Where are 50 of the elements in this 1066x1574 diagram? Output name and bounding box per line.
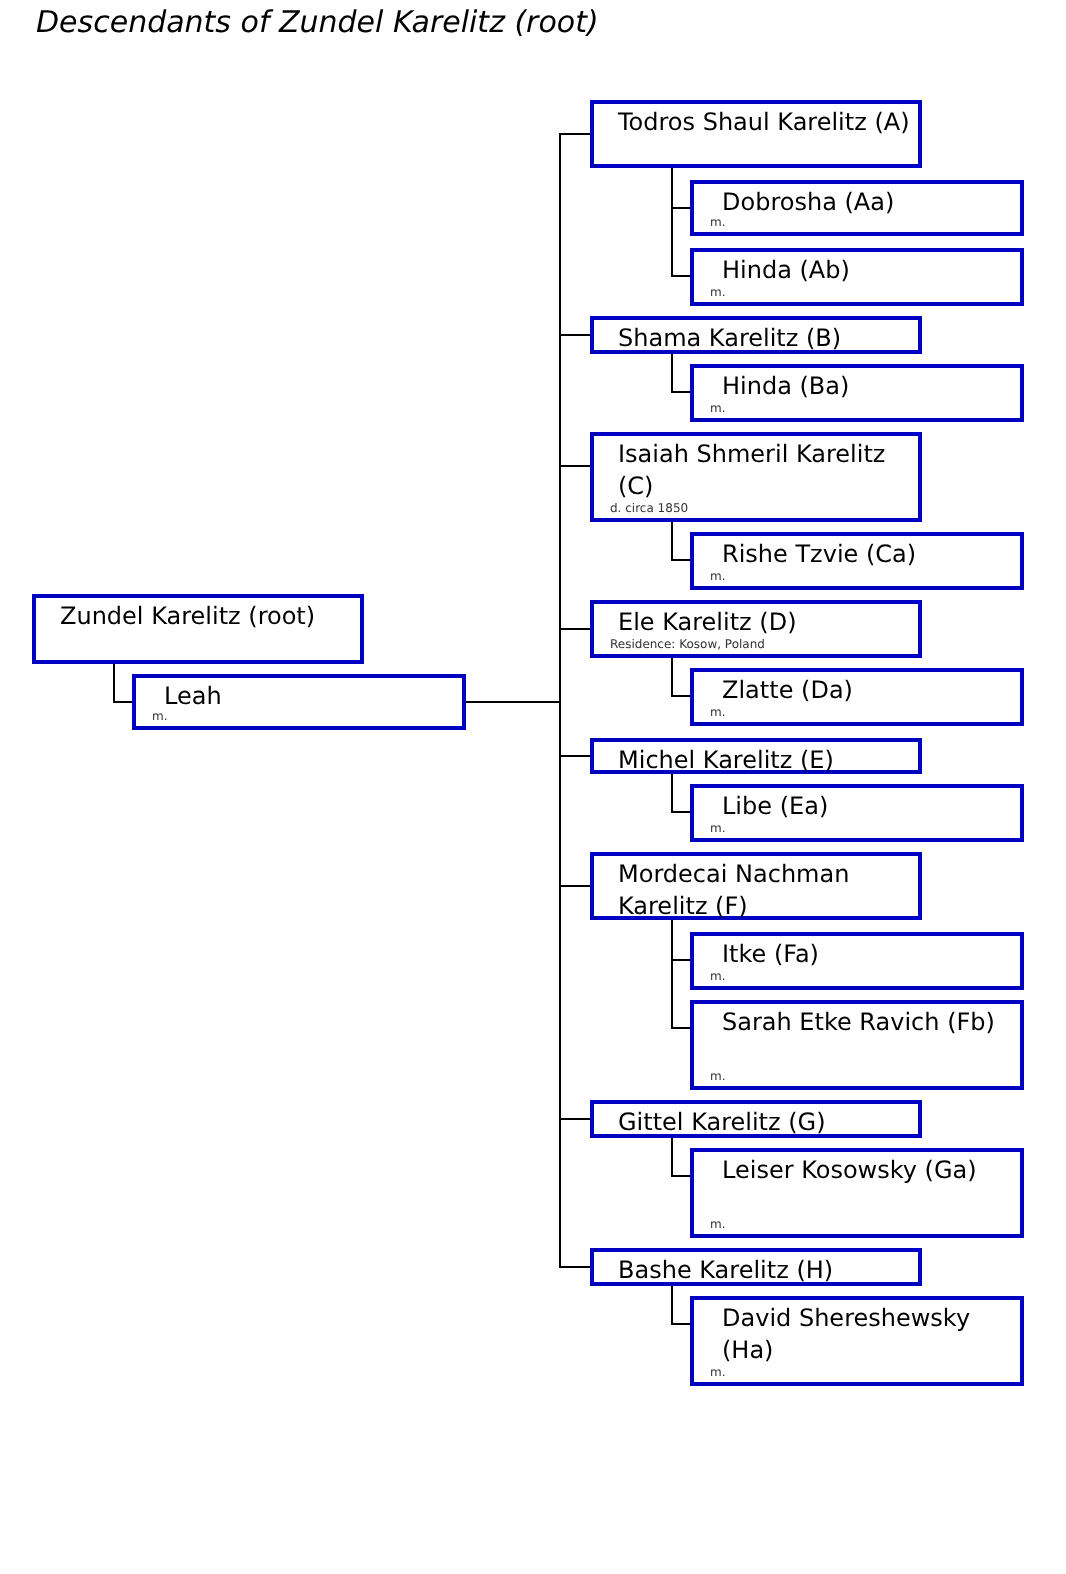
person-name: Libe (Ea) xyxy=(722,790,831,822)
person-name: Itke (Fa) xyxy=(722,938,821,970)
spouse-box xyxy=(690,364,1024,422)
person-name: Dobrosha (Aa) xyxy=(722,186,897,218)
person-name: Bashe Karelitz (H) xyxy=(618,1254,836,1286)
spouse-box xyxy=(132,674,466,730)
person-name: Leiser Kosowsky (Ga) xyxy=(722,1154,979,1186)
person-box xyxy=(32,594,364,664)
person-box xyxy=(590,738,922,774)
connector-line xyxy=(671,1137,691,1177)
person-box xyxy=(590,1248,922,1286)
person-box xyxy=(590,1100,922,1138)
connector-line xyxy=(671,919,691,1029)
person-name: David Shereshewsky (Ha) xyxy=(722,1302,973,1366)
person-box xyxy=(590,600,922,658)
person-name: Hinda (Ba) xyxy=(722,370,852,402)
spouse-box xyxy=(690,1000,1024,1090)
spouse-box xyxy=(690,248,1024,306)
diagram-title: Descendants of Zundel Karelitz (root) xyxy=(36,4,599,40)
spouse-box xyxy=(690,180,1024,236)
spouse-box xyxy=(690,532,1024,590)
person-name: Todros Shaul Karelitz (A) xyxy=(618,106,910,138)
person-name: Mordecai Nachman Karelitz (F) xyxy=(618,858,852,922)
spouse-box xyxy=(690,668,1024,726)
connector-line xyxy=(671,657,691,697)
person-box xyxy=(590,432,922,522)
person-name: Ele Karelitz (D) xyxy=(618,606,799,638)
person-box xyxy=(590,100,922,168)
connector-line xyxy=(671,353,691,393)
connector-line xyxy=(671,521,691,561)
connector-line xyxy=(671,167,691,277)
person-name: Shama Karelitz (B) xyxy=(618,322,844,354)
connector-line xyxy=(671,773,691,813)
person-name: Leah xyxy=(164,680,224,712)
spouse-box xyxy=(690,1148,1024,1238)
person-name: Zundel Karelitz (root) xyxy=(60,600,318,632)
person-name: Hinda (Ab) xyxy=(722,254,852,286)
person-box xyxy=(590,316,922,354)
spouse-box xyxy=(690,1296,1024,1386)
person-name: Gittel Karelitz (G) xyxy=(618,1106,828,1138)
person-name: Sarah Etke Ravich (Fb) xyxy=(722,1006,997,1038)
person-name: Zlatte (Da) xyxy=(722,674,855,706)
spouse-box xyxy=(690,784,1024,842)
spouse-box xyxy=(690,932,1024,990)
person-box xyxy=(590,852,922,920)
person-name: Isaiah Shmeril Karelitz (C) xyxy=(618,438,888,502)
person-name: Michel Karelitz (E) xyxy=(618,744,836,776)
connector-line xyxy=(671,1285,691,1325)
person-name: Rishe Tzvie (Ca) xyxy=(722,538,919,570)
connector-line xyxy=(113,663,133,703)
